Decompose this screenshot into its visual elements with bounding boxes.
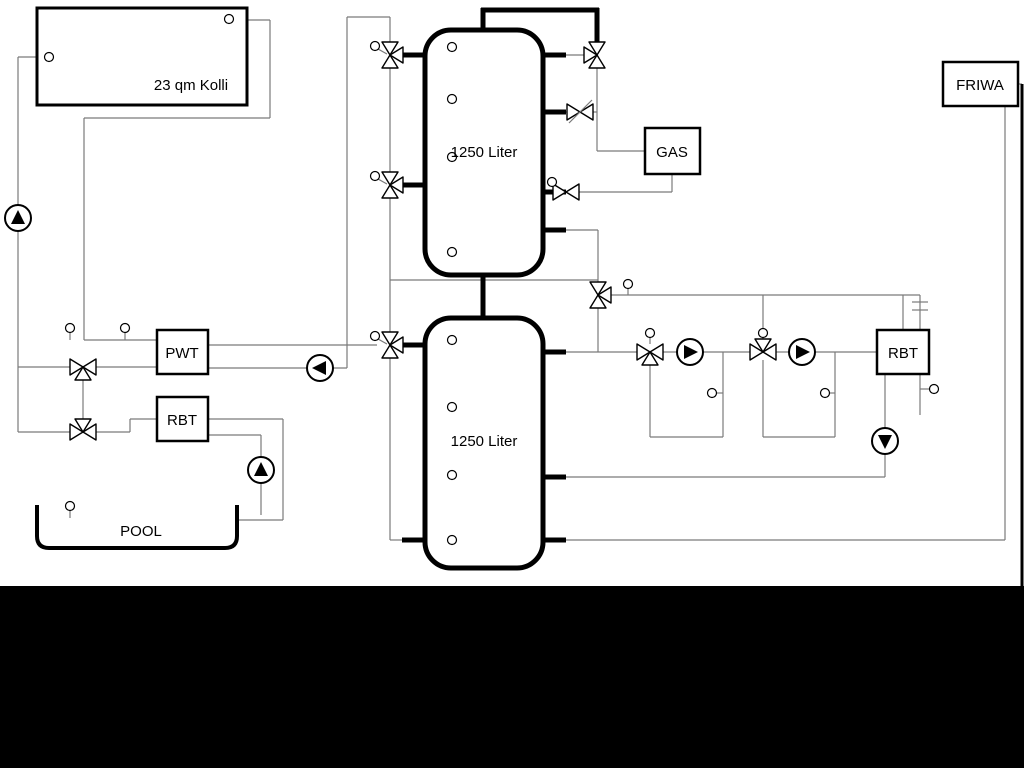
pwt-label: PWT bbox=[165, 345, 198, 362]
check-valve-icon bbox=[566, 99, 594, 124]
three-way-valve-icon bbox=[583, 41, 606, 69]
bottom-black-bar bbox=[0, 586, 1024, 768]
sensor-icon bbox=[546, 176, 558, 188]
sensor-icon bbox=[644, 327, 656, 339]
sensor-icon bbox=[64, 322, 76, 334]
pwt-heat-exchanger-box bbox=[155, 328, 210, 376]
collector-label: 23 qm Kolli bbox=[154, 77, 228, 94]
valve-icon bbox=[552, 183, 580, 201]
sensor-icon bbox=[43, 51, 55, 63]
sensor-icon bbox=[819, 387, 831, 399]
sensor-icon bbox=[446, 93, 458, 105]
sensor-icon bbox=[369, 170, 381, 182]
pump-icon bbox=[788, 338, 816, 366]
friwa-label: FRIWA bbox=[956, 77, 1004, 94]
sensor-icon bbox=[446, 246, 458, 258]
buffer-tank-bottom bbox=[422, 315, 546, 571]
sensor-icon bbox=[446, 401, 458, 413]
rbt-right-label: RBT bbox=[888, 345, 918, 362]
sensor-icon bbox=[369, 40, 381, 52]
pump-icon bbox=[4, 204, 32, 232]
three-way-valve-icon bbox=[381, 171, 404, 199]
pump-icon bbox=[676, 338, 704, 366]
sensor-icon bbox=[446, 534, 458, 546]
sensor-icon bbox=[64, 500, 76, 512]
sensor-icon bbox=[446, 334, 458, 346]
three-way-valve-icon bbox=[589, 281, 612, 309]
solar-collector-box bbox=[35, 6, 249, 107]
gas-boiler-box bbox=[643, 126, 702, 176]
sensor-icon bbox=[706, 387, 718, 399]
pump-icon bbox=[871, 427, 899, 455]
three-way-valve-icon bbox=[69, 358, 97, 381]
sensor-icon bbox=[928, 383, 940, 395]
sensor-icon bbox=[369, 330, 381, 342]
three-way-valve-icon bbox=[381, 41, 404, 69]
three-way-valve-icon bbox=[69, 418, 97, 441]
rbt-right-box bbox=[875, 328, 931, 376]
rbt-left-label: RBT bbox=[167, 412, 197, 429]
sensor-icon bbox=[622, 278, 634, 290]
pool-basin bbox=[35, 505, 239, 550]
pump-icon bbox=[306, 354, 334, 382]
sensor-icon bbox=[446, 41, 458, 53]
sensor-icon bbox=[446, 469, 458, 481]
tank-bottom-label: 1250 Liter bbox=[451, 433, 518, 450]
sensor-icon bbox=[119, 322, 131, 334]
buffer-tank-top bbox=[422, 27, 546, 278]
sensor-icon bbox=[223, 13, 235, 25]
friwa-box bbox=[941, 60, 1020, 108]
tank-top-label: 1250 Liter bbox=[451, 144, 518, 161]
three-way-valve-icon bbox=[381, 331, 404, 359]
pool-label: POOL bbox=[120, 523, 162, 540]
gas-label: GAS bbox=[656, 144, 688, 161]
rbt-left-box bbox=[155, 395, 210, 443]
valves bbox=[69, 41, 777, 441]
three-way-valve-icon bbox=[636, 343, 664, 366]
three-way-valve-icon bbox=[749, 338, 777, 361]
pump-icon bbox=[247, 456, 275, 484]
sensor-icon bbox=[757, 327, 769, 339]
